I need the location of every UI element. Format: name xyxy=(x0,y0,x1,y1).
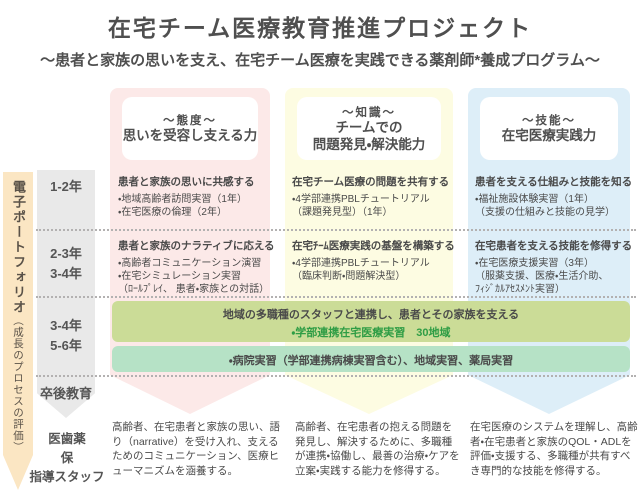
column-knowledge-arrow-tip xyxy=(285,375,453,414)
outcome-attitude: 高齢者、在宅患者と家族の思い、語り（narrative）を受け入れ、支えるための… xyxy=(112,421,280,478)
year-label-3: 3-4年 5-6年 xyxy=(50,318,82,354)
band-hospital-practice: ・病院実習（学部連携病棟実習含む）、地域実習、薬局実習 xyxy=(112,346,630,372)
year-label-postgraduate: 卒後教育 xyxy=(39,386,92,401)
header-knowledge-title-2: 問題発見・解決能力 xyxy=(312,136,426,152)
cell-attitude-year12: 患者と家族の思いに共感する ・地域高齢者訪問実習（1年） ・在宅医療の倫理（2年… xyxy=(118,176,255,219)
header-attitude: 〜態度〜 思いを受容し支える力 xyxy=(122,97,258,160)
header-knowledge-title-1: チームでの xyxy=(335,119,403,135)
column-skill-arrow-tip xyxy=(468,375,630,414)
dotted-divider-2 xyxy=(36,296,636,298)
header-knowledge: 〜知識〜 チームでの 問題発見・解決能力 xyxy=(297,97,441,160)
cell-skill-year234: 在宅患者を支える技能を修得する ・在宅医療支援実習（3年） （服薬支援、医療・生… xyxy=(475,240,633,296)
portfolio-arrow-label: 電子ポートフォリオ（成長のプロセスの評価） xyxy=(3,180,33,460)
portfolio-label: 電子ポートフォリオ xyxy=(11,180,26,315)
staff-label: 医歯薬 保 指導スタッフ xyxy=(29,432,105,484)
dotted-divider-1 xyxy=(36,229,636,231)
header-skill-theme: 〜技能〜 xyxy=(522,115,576,128)
page-subtitle: 〜患者と家族の思いを支え、在宅チーム医療を実践できる薬剤師*養成プログラム〜 xyxy=(40,52,600,69)
years-arrow xyxy=(37,170,95,418)
header-attitude-title: 思いを受容し支える力 xyxy=(122,128,258,144)
dotted-divider-3 xyxy=(36,375,636,377)
portfolio-sublabel: （成長のプロセスの評価） xyxy=(12,315,24,453)
page-title: 在宅チーム医療教育推進プロジェクト xyxy=(107,15,533,41)
year-label-1: 1-2年 xyxy=(50,179,82,194)
cell-knowledge-year12: 在宅チーム医療の問題を共有する ・4学部連携PBLチュートリアル （課題発見型）… xyxy=(292,176,450,219)
cell-attitude-year234: 患者と家族のナラティブに応える ・高齢者コミュニケーション演習 ・在宅シミュレー… xyxy=(118,240,275,296)
cell-skill-year12: 患者を支える仕組みと技能を知る ・福祉施設体験実習（1年） （支援の仕組みと技能… xyxy=(475,176,633,219)
header-attitude-theme: 〜態度〜 xyxy=(163,115,217,128)
column-attitude-arrow-tip xyxy=(110,375,270,414)
cell-knowledge-year234: 在宅ﾁｰﾑ医療実践の基盤を構築する ・4学部連携PBLチュートリアル （臨床判断… xyxy=(292,240,455,283)
outcome-skill: 在宅医療のシステムを理解し、高齢者・在宅患者と家族のQOL・ADLを評価・支援す… xyxy=(470,421,638,478)
band-regional-line1: 地域の多職種のスタッフと連携し、患者とその家族を支える xyxy=(222,309,520,321)
band-regional-line2: ・学部連携在宅医療実習 30地域 xyxy=(291,327,451,339)
year-label-2: 2-3年 3-4年 xyxy=(50,246,82,282)
header-skill-title: 在宅医療実践力 xyxy=(501,128,597,144)
portfolio-arrow xyxy=(3,172,33,490)
header-knowledge-theme: 〜知識〜 xyxy=(342,106,396,119)
band-regional-practice: 地域の多職種のスタッフと連携し、患者とその家族を支える ・学部連携在宅医療実習 … xyxy=(112,301,630,342)
outcome-knowledge: 高齢者、在宅患者の抱える問題を発見し、解決するために、多職種が連携・協働し、最善… xyxy=(295,421,471,478)
header-skill: 〜技能〜 在宅医療実践力 xyxy=(480,97,618,160)
band-hospital-line1: ・病院実習（学部連携病棟実習含む）、地域実習、薬局実習 xyxy=(228,355,514,367)
